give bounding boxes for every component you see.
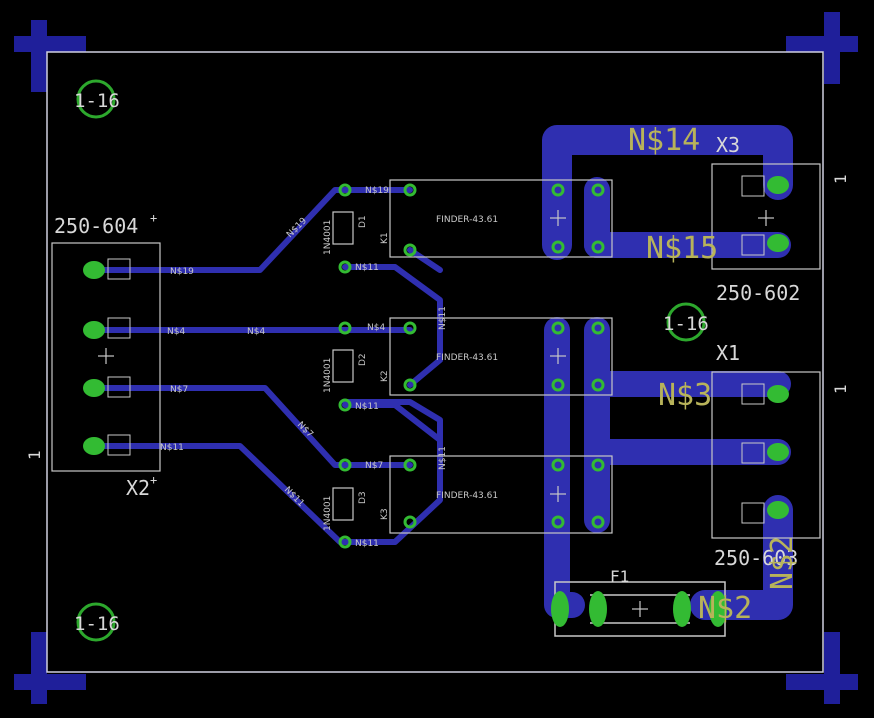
x1-value: 250-603 xyxy=(714,546,798,570)
net-label-n15: N$15 xyxy=(646,231,718,266)
x1-name: X1 xyxy=(716,341,740,365)
diode-name: D2 xyxy=(358,353,368,366)
diode-name: D1 xyxy=(358,215,368,228)
relay-value: FINDER-43.61 xyxy=(436,491,498,501)
x2-plus: + xyxy=(150,211,157,225)
relay-value: FINDER-43.61 xyxy=(436,353,498,363)
net-label-small: N$11 xyxy=(438,446,448,470)
x3-name: X3 xyxy=(716,133,740,157)
net-label-small: N$19 xyxy=(170,267,194,277)
power-traces xyxy=(542,125,793,620)
net-label-n2: N$2 xyxy=(698,591,752,626)
net-label-small: N$11 xyxy=(355,263,379,273)
relay-value: FINDER-43.61 xyxy=(436,215,498,225)
diode-value: 1N4001 xyxy=(323,220,333,255)
connector-outlines xyxy=(51,163,821,539)
net-label-small: N$11 xyxy=(355,539,379,549)
relay-outlines xyxy=(389,179,613,534)
x1-pin1: 1 xyxy=(831,384,850,394)
mount-hole-label: 1-16 xyxy=(74,90,120,112)
net-label-small: N$4 xyxy=(167,327,185,337)
relay-name: K2 xyxy=(380,370,390,382)
diode-value: 1N4001 xyxy=(323,496,333,531)
net-label-small: N$7 xyxy=(365,461,383,471)
mount-hole-label: 1-16 xyxy=(663,313,709,335)
x2-name: X2 xyxy=(126,476,150,500)
diode-name: D3 xyxy=(358,491,368,504)
fuse-name: F1 xyxy=(610,567,629,586)
mount-hole-label: 1-16 xyxy=(74,613,120,635)
diode-bodies xyxy=(332,211,354,521)
terminal-pads xyxy=(83,176,789,627)
net-label-n14: N$14 xyxy=(628,123,700,158)
relay-name: K3 xyxy=(380,508,390,520)
corner-marks xyxy=(14,12,858,704)
net-label-small: N$4 xyxy=(247,327,265,337)
net-label-small: N$11 xyxy=(438,306,448,330)
x3-pin1: 1 xyxy=(831,174,850,184)
connector-tabs xyxy=(107,175,765,524)
pads xyxy=(338,183,605,549)
relay-name: K1 xyxy=(380,232,390,244)
net-label-small: N$11 xyxy=(160,443,184,453)
net-label-small: N$7 xyxy=(170,385,188,395)
board-outline xyxy=(46,51,824,673)
plus-marks xyxy=(98,210,774,617)
x3-value: 250-602 xyxy=(716,281,800,305)
mount-holes xyxy=(76,79,706,642)
x2-name-plus: + xyxy=(150,473,157,487)
net-label-small: N$19 xyxy=(365,186,389,196)
x2-pin1: 1 xyxy=(25,450,44,460)
diode-value: 1N4001 xyxy=(323,358,333,393)
net-label-n2-rot: N$2 xyxy=(765,536,800,590)
x2-value: 250-604 xyxy=(54,214,138,238)
net-label-n3: N$3 xyxy=(658,378,712,413)
signal-traces xyxy=(91,187,443,545)
net-label-small: N$4 xyxy=(367,323,385,333)
net-label-small: N$11 xyxy=(355,402,379,412)
